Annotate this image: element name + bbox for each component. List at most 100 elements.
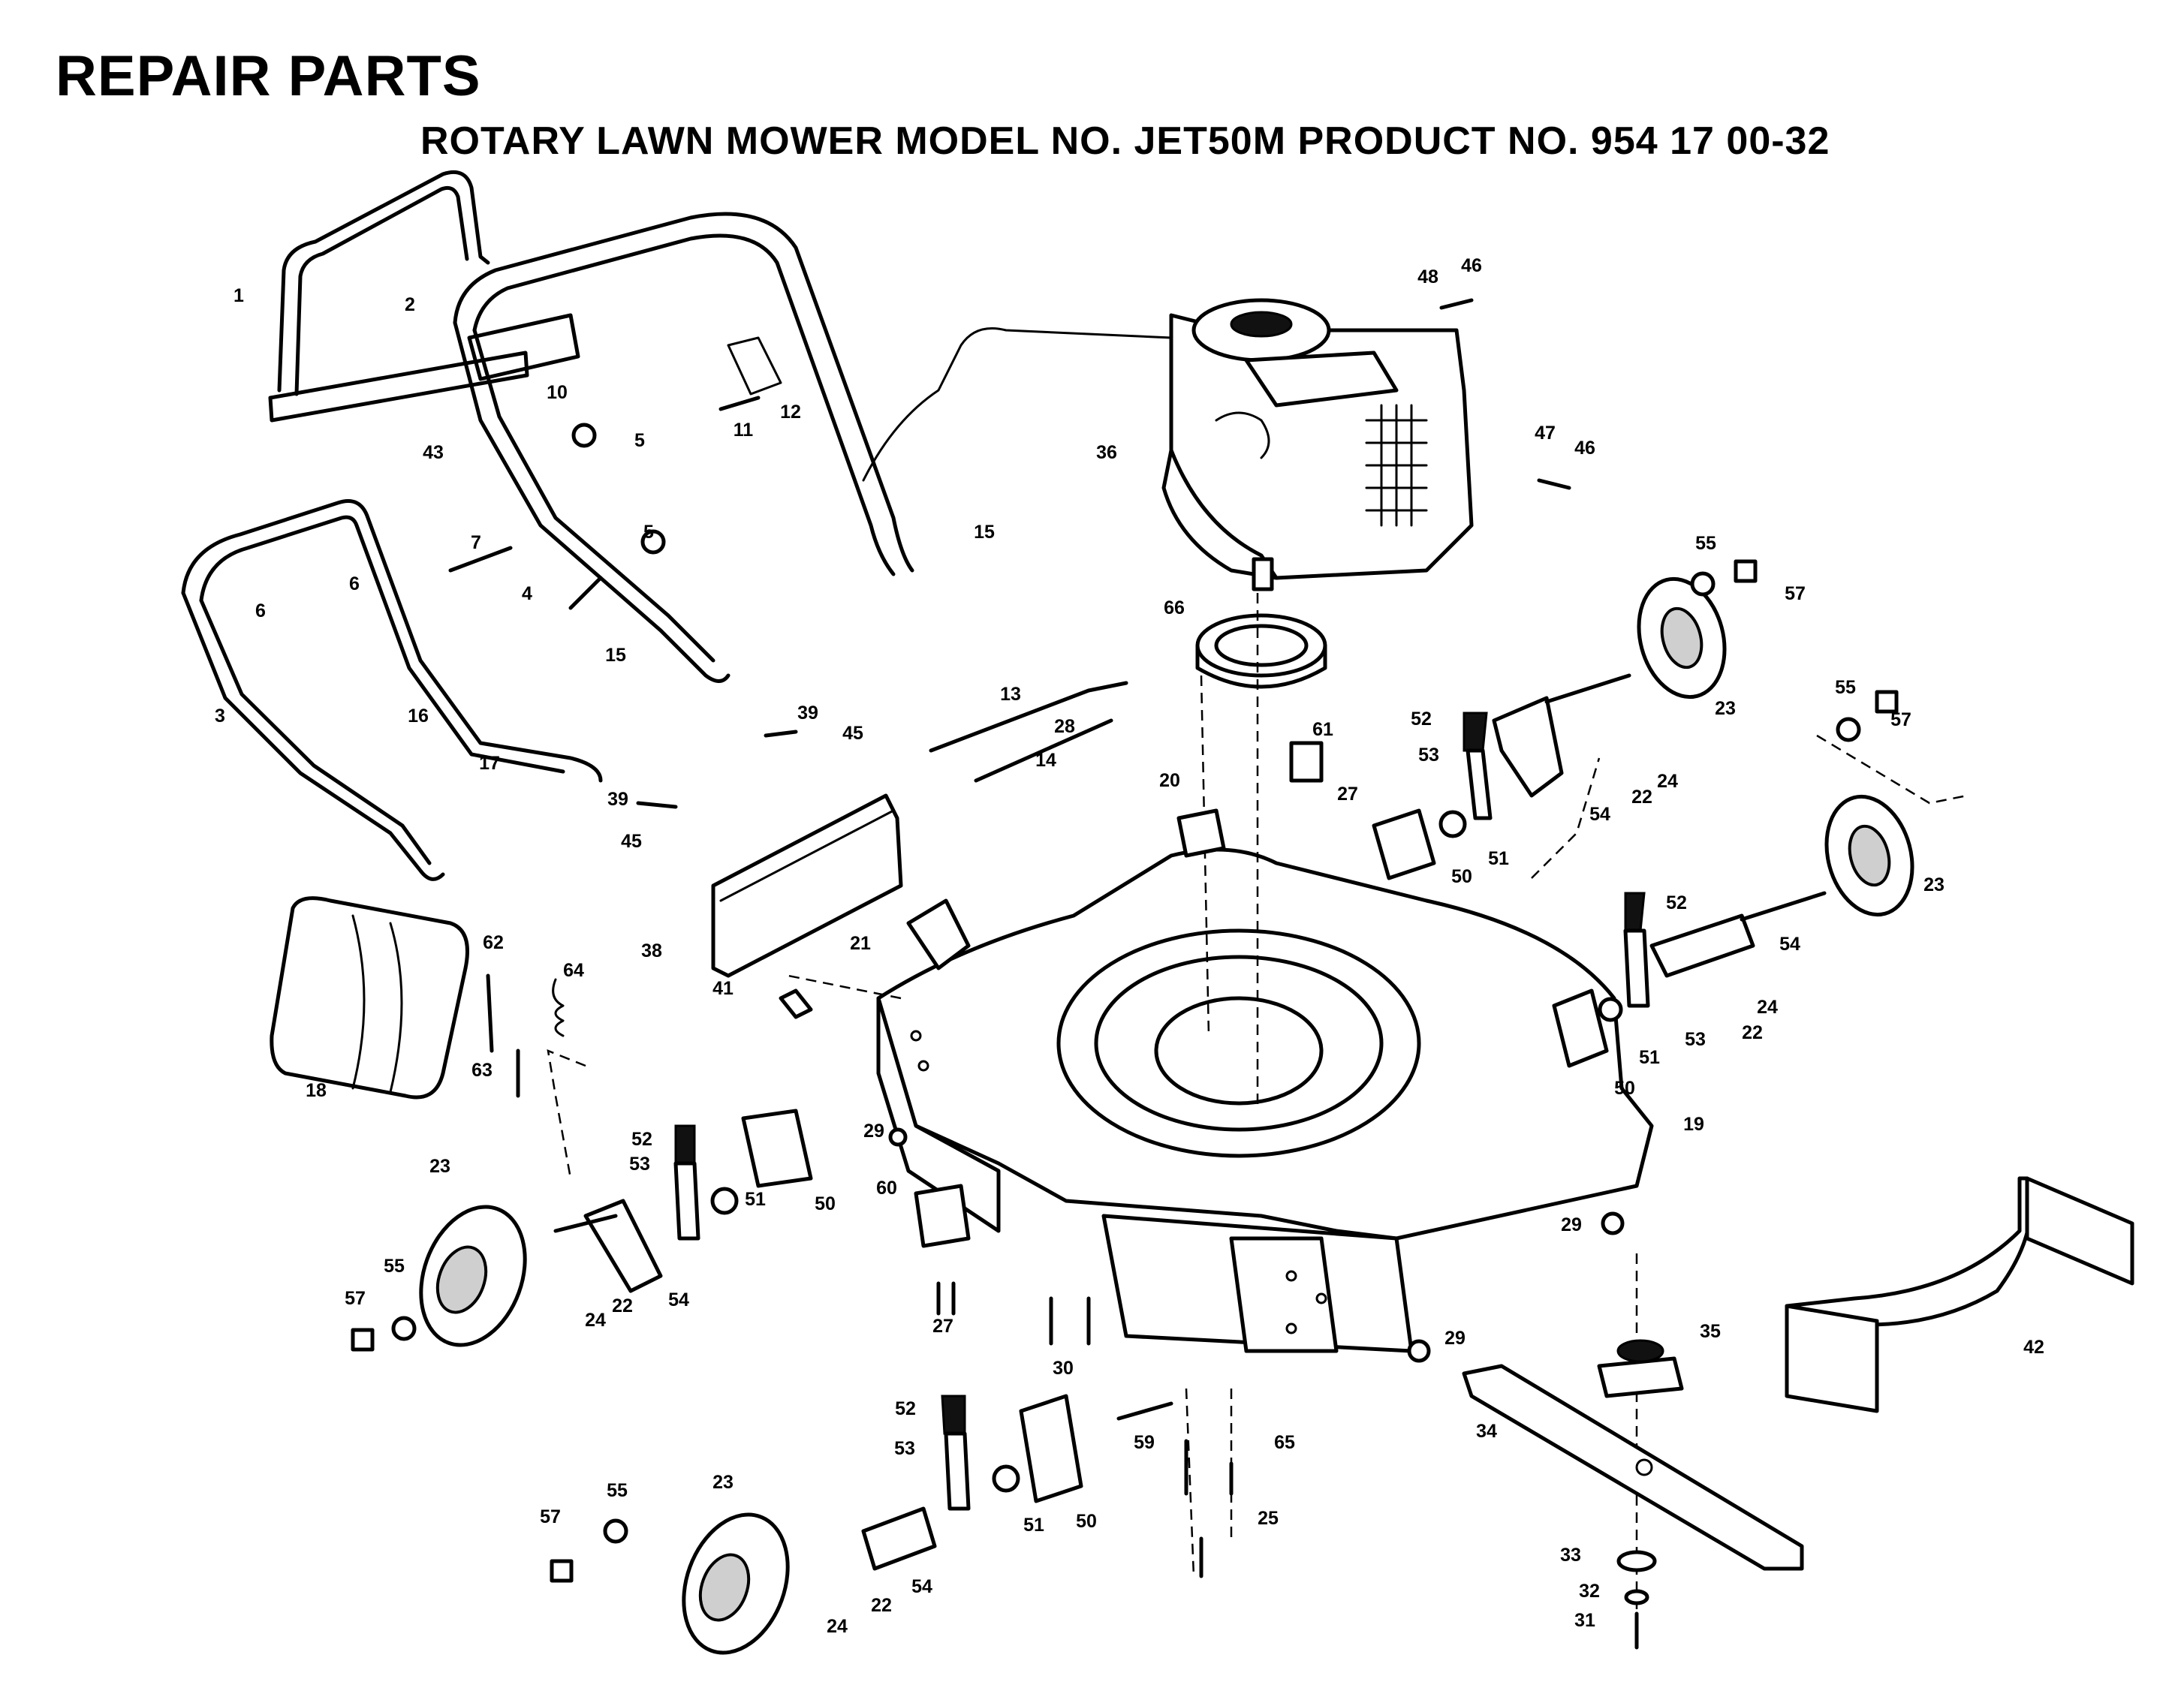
callout-part-54: 54 [1779, 934, 1800, 955]
callout-part-57: 57 [1785, 583, 1806, 604]
callout-part-35: 35 [1700, 1321, 1721, 1342]
height-adjuster-rear-left [861, 1395, 971, 1571]
callout-part-29: 29 [1444, 1328, 1466, 1349]
callout-part-55: 55 [1835, 677, 1856, 698]
callout-part-4: 4 [522, 583, 532, 604]
callout-part-25: 25 [1258, 1508, 1279, 1529]
callout-part-14: 14 [1035, 750, 1056, 771]
upper-handle-part-1 [268, 170, 529, 423]
callout-part-51: 51 [745, 1189, 766, 1210]
blade-adapter-part-35 [1597, 1339, 1684, 1398]
callout-part-50: 50 [1076, 1511, 1097, 1532]
callout-part-57: 57 [345, 1288, 366, 1309]
callout-part-57: 57 [540, 1506, 561, 1527]
callout-part-15: 15 [974, 522, 995, 543]
callout-part-51: 51 [1023, 1515, 1044, 1536]
callout-part-54: 54 [668, 1289, 689, 1310]
callout-part-65: 65 [1274, 1432, 1295, 1453]
callout-part-45: 45 [621, 831, 642, 852]
callout-part-23: 23 [1923, 874, 1945, 895]
callout-part-54: 54 [1589, 804, 1610, 825]
rear-door-spring-assembly [486, 973, 565, 1098]
callout-part-43: 43 [423, 442, 444, 463]
height-adjuster-front-left [553, 1124, 700, 1293]
callout-part-55: 55 [607, 1480, 628, 1501]
callout-part-18: 18 [306, 1080, 327, 1101]
callout-part-55: 55 [384, 1256, 405, 1277]
height-adjuster-rear-right [1623, 891, 1827, 1008]
rear-flap-part-42 [1785, 1176, 2134, 1413]
callout-part-62: 62 [483, 932, 504, 953]
callout-part-15: 15 [605, 645, 626, 666]
linkage-rod-part-28 [929, 681, 1128, 783]
callout-part-29: 29 [863, 1121, 884, 1142]
callout-part-50: 50 [815, 1193, 836, 1214]
callout-part-53: 53 [1685, 1029, 1706, 1050]
wheel-rear-left [682, 1512, 790, 1655]
wheel-rear-right [1824, 794, 1914, 917]
callout-part-53: 53 [629, 1154, 650, 1175]
callout-part-2: 2 [405, 294, 415, 315]
small-hardware [351, 298, 1899, 1650]
callout-part-34: 34 [1476, 1421, 1497, 1442]
callout-part-23: 23 [1715, 698, 1736, 719]
callout-part-52: 52 [1411, 709, 1432, 730]
callout-part-64: 64 [563, 960, 584, 981]
callout-part-27: 27 [1337, 784, 1358, 805]
callout-part-39: 39 [797, 703, 818, 724]
callout-part-31: 31 [1574, 1610, 1595, 1631]
callout-part-51: 51 [1488, 848, 1509, 869]
callout-part-17: 17 [479, 753, 500, 774]
callout-part-42: 42 [2023, 1337, 2044, 1358]
callout-part-6: 6 [349, 573, 360, 594]
callout-part-53: 53 [1418, 745, 1439, 766]
callout-part-28: 28 [1054, 716, 1075, 737]
callout-part-50: 50 [1451, 866, 1472, 887]
callout-part-24: 24 [1757, 997, 1778, 1018]
callout-part-22: 22 [871, 1595, 892, 1616]
callout-part-32: 32 [1579, 1581, 1600, 1602]
callout-part-47: 47 [1535, 423, 1556, 444]
height-adjuster-front-right [1463, 673, 1631, 820]
handle-lower-section-part-3 [181, 499, 603, 881]
hinge-rod-part-38 [711, 793, 903, 978]
callout-part-22: 22 [612, 1295, 633, 1316]
callout-part-5: 5 [643, 522, 654, 543]
callout-part-24: 24 [1657, 771, 1678, 792]
callout-part-57: 57 [1890, 709, 1911, 730]
callout-part-52: 52 [631, 1129, 652, 1150]
callout-part-59: 59 [1134, 1432, 1155, 1453]
engine-part-36 [1161, 298, 1474, 591]
callout-part-66: 66 [1164, 597, 1185, 618]
callout-part-36: 36 [1096, 442, 1117, 463]
callout-part-61: 61 [1312, 719, 1333, 740]
callout-part-48: 48 [1417, 266, 1438, 287]
callout-part-39: 39 [607, 789, 628, 810]
callout-part-5: 5 [634, 430, 645, 451]
callout-part-7: 7 [471, 532, 481, 553]
callout-part-22: 22 [1742, 1022, 1763, 1043]
rear-deflector-part-18 [270, 896, 469, 1100]
throttle-cable [862, 327, 1173, 482]
page-title: REPAIR PARTS [56, 44, 481, 108]
callout-part-41: 41 [712, 978, 734, 999]
callout-part-33: 33 [1560, 1545, 1581, 1566]
callout-part-29: 29 [1561, 1214, 1582, 1235]
wheel-front-right [1637, 576, 1727, 700]
callout-part-10: 10 [547, 382, 568, 403]
adaptor-ring-part-66 [1195, 613, 1327, 689]
mower-deck-part-19 [876, 847, 1654, 1353]
callout-part-30: 30 [1053, 1358, 1074, 1379]
callout-part-38: 38 [641, 940, 662, 961]
callout-part-52: 52 [895, 1398, 916, 1419]
callout-part-20: 20 [1159, 770, 1180, 791]
blade-part-34 [1462, 1364, 1804, 1571]
callout-part-3: 3 [215, 706, 225, 727]
callout-part-46: 46 [1574, 438, 1595, 459]
wheel-front-left [419, 1205, 527, 1347]
callout-part-12: 12 [780, 402, 801, 423]
model-product-heading: ROTARY LAWN MOWER MODEL NO. JET50M PRODU… [420, 119, 1830, 163]
deck-brackets [779, 741, 1324, 1248]
